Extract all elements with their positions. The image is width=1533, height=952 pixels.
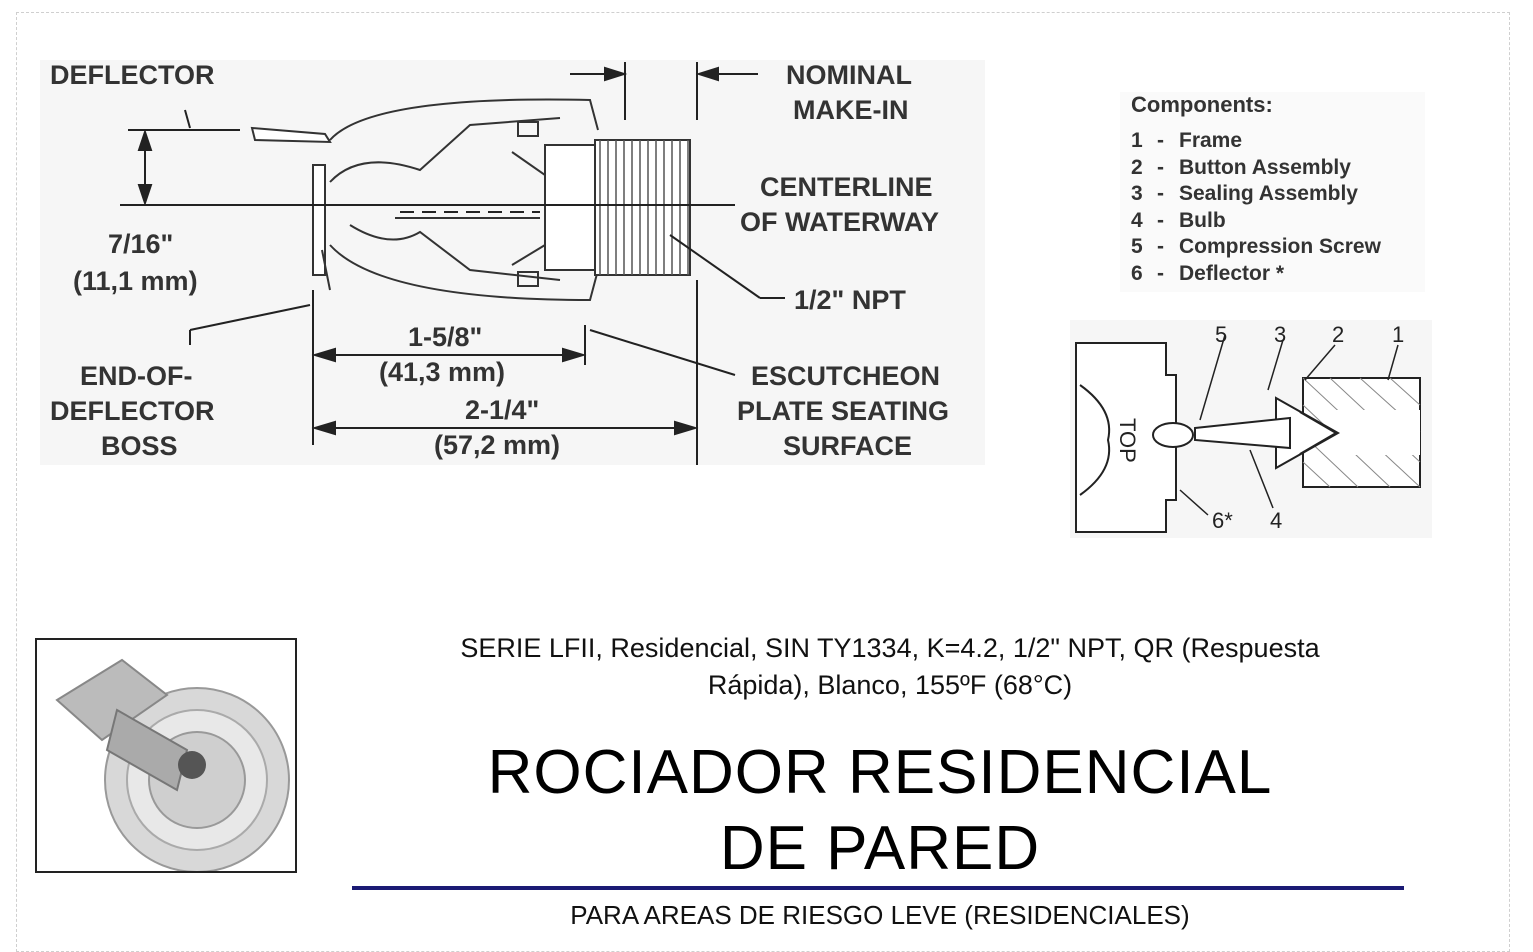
diagram-background — [40, 60, 985, 465]
product-title: ROCIADOR RESIDENCIAL DE PARED — [487, 738, 1273, 883]
product-photo — [35, 638, 297, 873]
label-boss: BOSS — [101, 431, 178, 461]
section-label-top: TOP — [1115, 418, 1140, 463]
deflector-boss — [312, 164, 326, 276]
label-11-1mm: (11,1 mm) — [73, 266, 198, 296]
label-surface: SURFACE — [783, 431, 912, 461]
label-deflector: DEFLECTOR — [50, 60, 215, 90]
label-end-deflector: DEFLECTOR — [50, 396, 215, 426]
pin-bottom — [517, 271, 539, 287]
label-centerline: CENTERLINE — [760, 172, 933, 202]
label-waterway: OF WATERWAY — [740, 207, 939, 237]
section-label-2: 2 — [1332, 322, 1344, 347]
label-nominal: NOMINAL — [786, 60, 912, 90]
label-makein: MAKE-IN — [793, 95, 909, 125]
threads — [594, 139, 691, 276]
body — [544, 144, 596, 271]
label-npt: 1/2" NPT — [794, 285, 906, 315]
section-label-4: 4 — [1270, 508, 1282, 533]
section-view — [1070, 320, 1432, 538]
component-item: 1-Frame — [1131, 129, 1243, 152]
section-label-3: 3 — [1274, 322, 1286, 347]
label-end-of: END-OF- — [80, 361, 192, 391]
components-title: Components: — [1131, 92, 1273, 117]
component-item: 2-Button Assembly — [1131, 155, 1351, 179]
component-item: 5-Compression Screw — [1131, 235, 1381, 258]
label-41-3mm: (41,3 mm) — [379, 357, 505, 387]
label-plate-seating: PLATE SEATING — [737, 396, 949, 426]
label-1-5-8: 1-5/8" — [408, 322, 482, 352]
component-item: 4-Bulb — [1131, 208, 1226, 232]
pin-top — [517, 121, 539, 137]
label-7-16: 7/16" — [108, 229, 173, 259]
product-footer: PARA AREAS DE RIESGO LEVE (RESIDENCIALES… — [570, 900, 1190, 930]
frame-lower-arm — [329, 244, 599, 302]
component-item: 3-Sealing Assembly — [1131, 182, 1358, 205]
label-escutcheon: ESCUTCHEON — [751, 361, 940, 391]
frame-upper-arm — [329, 98, 599, 141]
product-subtitle: SERIE LFII, Residencial, SIN TY1334, K=4… — [460, 633, 1320, 700]
title-rule — [352, 886, 1404, 890]
components-panel — [1120, 92, 1425, 292]
section-label-6: 6* — [1212, 508, 1233, 533]
component-item: 6-Deflector * — [1131, 261, 1285, 285]
deflector-plate — [250, 126, 332, 144]
section-label-1: 1 — [1392, 322, 1404, 347]
label-2-1-4: 2-1/4" — [465, 395, 539, 425]
components-list: 1-Frame 2-Button Assembly 3-Sealing Asse… — [1131, 128, 1381, 287]
label-57-2mm: (57,2 mm) — [434, 430, 560, 460]
sprinkler-dimension-diagram: DEFLECTOR NOMINAL MAKE-IN CENTERLINE OF … — [40, 60, 1432, 538]
section-label-5: 5 — [1215, 322, 1227, 347]
